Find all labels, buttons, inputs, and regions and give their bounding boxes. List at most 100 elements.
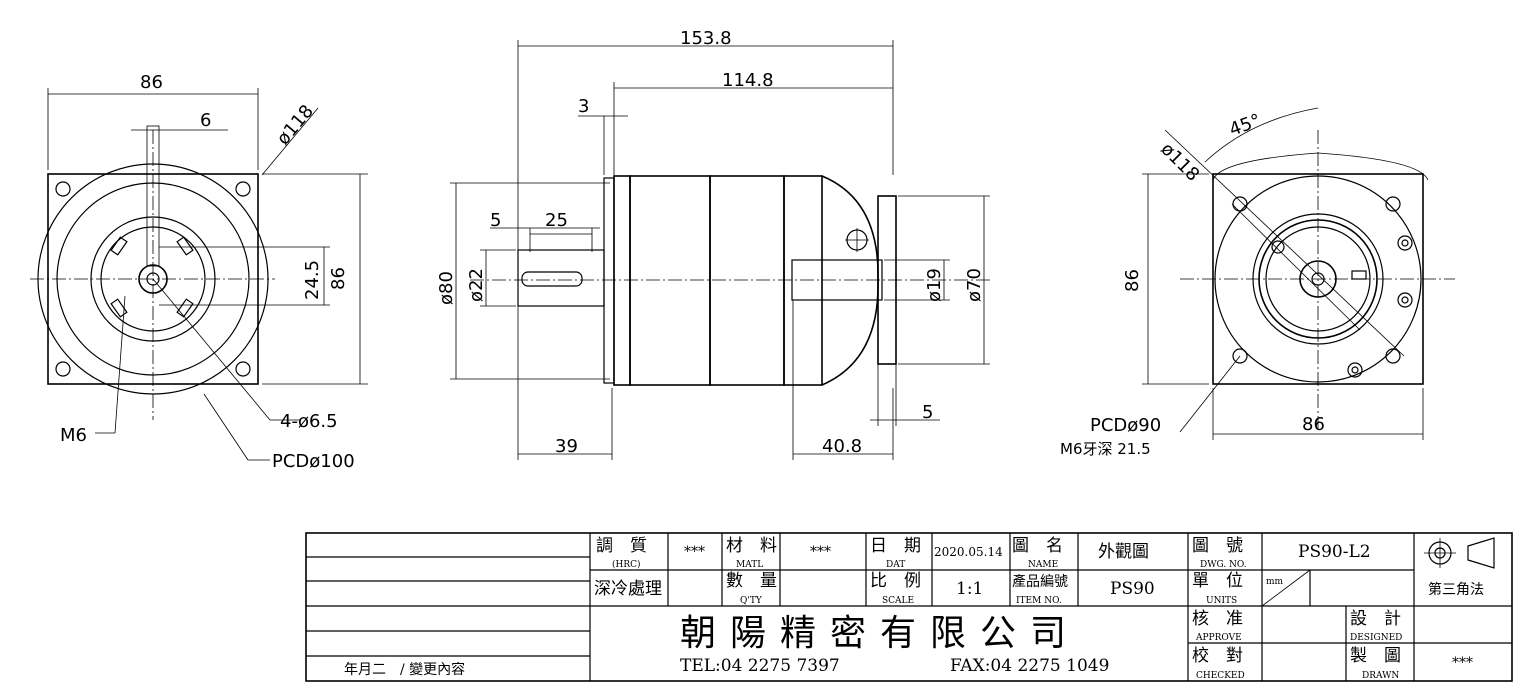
side-flange-plate [603,177,615,384]
tb-item-sub: ITEM NO. [1016,596,1062,606]
front-dim-height: 86 [328,267,349,290]
side-dim-flange: 3 [578,96,589,117]
tb-dwg-sub: DWG. NO. [1200,560,1247,570]
tb-item-value: PS90 [1110,579,1155,599]
tb-matl-value: *** [810,544,831,560]
tb-qty-sub: Q'TY [740,596,763,606]
rear-hole [1385,348,1401,364]
tb-name-value: 外觀圖 [1098,542,1149,562]
rear-dim-width: 86 [1302,414,1325,435]
tb-dwg-value: PS90-L2 [1298,542,1371,562]
tb-checked-label: 校 對 [1192,646,1243,666]
title-block: 調 質 (HRC) *** 材 料 MATL *** 日 期 DAT 2020.… [305,532,1513,682]
front-slot [176,236,194,256]
side-dim-shaft-in: ø22 [466,268,487,302]
side-dim-key-offset: 5 [490,210,501,231]
rear-hole [1232,196,1248,212]
tb-units-label: 單 位 [1192,571,1243,591]
front-hole-tr [235,181,251,197]
side-dim-shaft-out: ø19 [924,268,945,302]
side-dim-5b: 5 [922,402,933,423]
tb-checked-sub: CHECKED [1196,671,1245,681]
tb-scale-value: 1:1 [956,579,983,599]
tb-projection: 第三角法 [1428,581,1484,598]
tb-drawn-value: *** [1452,655,1473,671]
side-dim-39: 39 [555,436,578,457]
side-view: 153.8 114.8 3 5 25 ø80 ø22 ø19 ø70 5 39 … [436,28,990,460]
tb-units-value: mm [1266,577,1284,587]
tb-date-label: 日 期 [870,536,921,556]
rear-hole [1385,196,1401,212]
side-dim-total: 153.8 [680,28,732,49]
side-dim-input-dia: ø80 [436,271,457,305]
front-label-holes: 4-ø6.5 [280,411,338,432]
rear-hole [1232,348,1248,364]
side-body-3 [783,175,823,386]
rear-dim-dia: ø118 [1156,139,1203,186]
side-dim-key-len: 25 [545,210,568,231]
tb-item-label: 產品編號 [1012,573,1068,590]
tb-hrc-sub: (HRC) [612,559,641,570]
front-dim-shaft: 24.5 [302,260,323,300]
rear-label-pcd: PCDø90 [1090,415,1161,436]
rear-angle-arc [1204,107,1319,163]
rear-key [1351,270,1367,280]
side-keyway [521,271,583,287]
rear-hole-right [1397,292,1413,308]
front-label-thread: M6 [60,425,87,446]
tb-revision: 年月二 / 變更內容 [344,661,465,678]
tb-date-value: 2020.05.14 [934,545,1003,559]
rear-hole-small [1271,240,1285,254]
front-hole-tl [55,181,71,197]
tb-designed-label: 設 計 [1350,609,1401,629]
tb-tel: TEL:04 2275 7397 [680,656,840,676]
front-dim-key: 6 [200,110,211,131]
rear-label-thread: M6牙深 21.5 [1060,440,1151,458]
tb-matl-sub: MATL [736,560,763,570]
tb-matl-label: 材 料 [726,536,777,556]
tb-fax: FAX:04 2275 1049 [950,656,1109,676]
tb-treatment: 深冷處理 [594,579,662,599]
side-output-taper [821,175,879,386]
front-hole-br [235,361,251,377]
rear-hole-right [1397,235,1413,251]
title-block-frame [305,532,1513,682]
tb-scale-label: 比 例 [870,571,921,591]
tb-qty-label: 數 量 [726,571,777,591]
tb-approve-label: 核 准 [1192,609,1243,629]
tb-name-label: 圖 名 [1012,536,1063,556]
side-dim-408: 40.8 [822,436,862,457]
tb-hrc-label: 調 質 [596,536,647,556]
front-label-pcd: PCDø100 [272,451,355,472]
side-body-2 [709,175,785,386]
projection-symbol [1424,537,1495,569]
rear-view: ø118 45° 86 86 PCDø90 M6牙深 21.5 [1060,107,1455,458]
front-dim-outer-dia: ø118 [273,101,318,149]
front-slot [176,298,194,318]
front-hole-bl [55,361,71,377]
side-dim-body: 114.8 [722,70,774,91]
front-slot [110,236,128,256]
side-dim-output-dia: ø70 [964,268,985,302]
tb-drawn-label: 製 圖 [1350,646,1401,666]
rear-dim-angle: 45° [1227,110,1264,141]
tb-dwg-label: 圖 號 [1192,536,1243,556]
side-input-shaft [517,249,605,307]
tb-company: 朝陽精密有限公司 [680,613,1080,654]
front-dim-width: 86 [140,72,163,93]
tb-hrc-value: *** [684,544,705,560]
front-view: 86 6 ø118 86 24.5 M6 4-ø6.5 PCDø100 [30,72,368,472]
tb-scale-sub: SCALE [882,596,914,606]
side-body-1 [629,175,711,386]
tb-name-sub: NAME [1028,560,1058,570]
front-key [146,125,160,267]
tb-date-sub: DAT [886,560,905,570]
rear-hole-bottom [1347,362,1363,378]
side-flange [613,175,631,386]
tb-designed-sub: DESIGNED [1350,633,1402,643]
tb-units-sub: UNITS [1206,596,1237,606]
rear-dim-height: 86 [1122,269,1143,292]
tb-approve-sub: APPROVE [1195,633,1242,643]
tb-drawn-sub: DRAWN [1362,671,1399,681]
